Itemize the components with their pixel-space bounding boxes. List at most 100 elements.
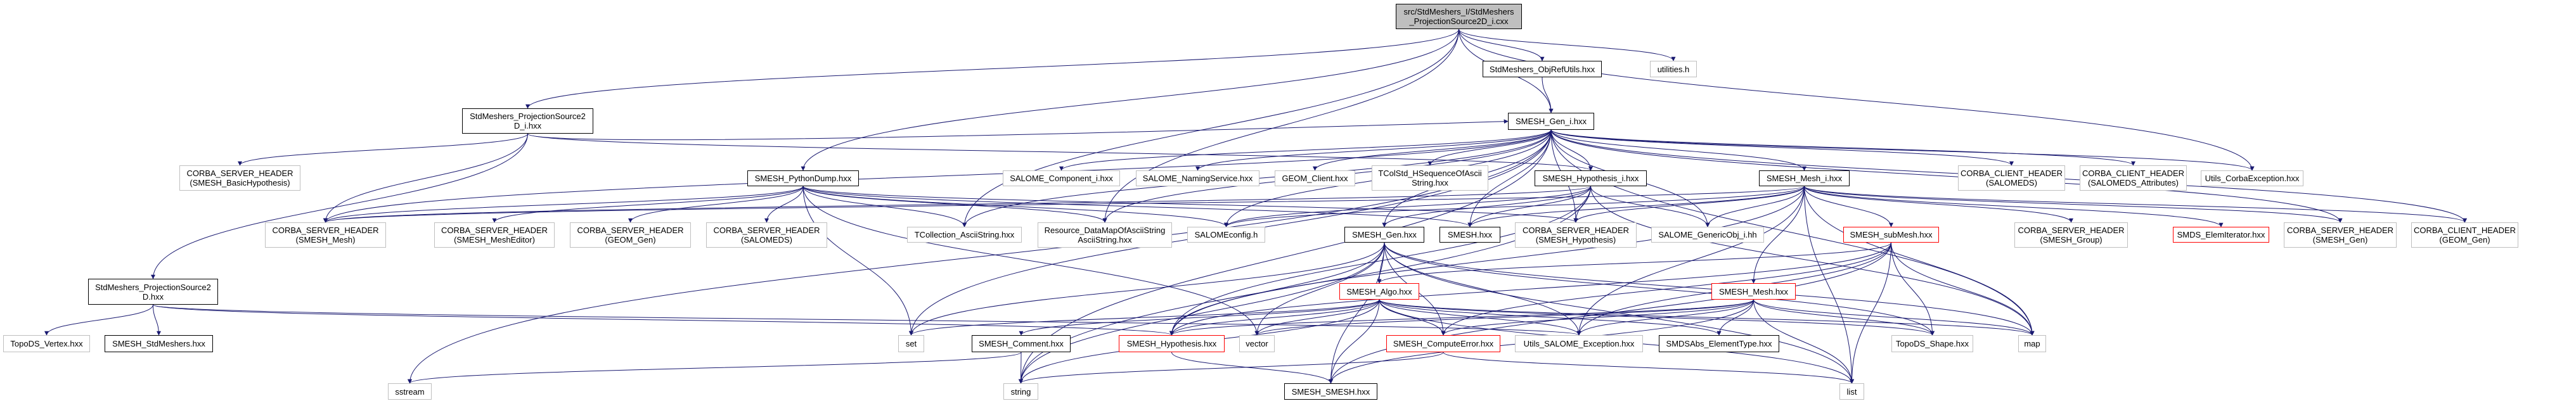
node-string[interactable]: string xyxy=(1003,383,1038,400)
edge-pydump-to-csh_geomgen xyxy=(628,186,804,223)
node-csh_hyp[interactable]: CORBA_SERVER_HEADER (SMESH_Hypothesis) xyxy=(1515,222,1637,248)
node-hypi[interactable]: SMESH_Hypothesis_i.hxx xyxy=(1535,170,1647,186)
node-vector[interactable]: vector xyxy=(1239,335,1275,352)
node-set[interactable]: set xyxy=(898,335,924,352)
node-elemiter[interactable]: SMDS_ElemIterator.hxx xyxy=(2173,227,2269,243)
edge-submesh-to-shape xyxy=(1891,242,1935,336)
node-csh_salomeds[interactable]: CORBA_SERVER_HEADER (SALOMEDS) xyxy=(706,222,827,248)
edge-submesh-to-hyp xyxy=(1169,242,1891,336)
edge-gen-to-string xyxy=(1019,242,1385,384)
node-elemtype[interactable]: SMDSAbs_ElementType.hxx xyxy=(1659,335,1779,352)
edge-algo-to-elemtype xyxy=(1379,299,1722,336)
edge-hypi-to-gen xyxy=(1382,186,1591,227)
node-tcoll[interactable]: TCollection_AsciiString.hxx xyxy=(907,227,1022,243)
edge-ps2di-to-csh_mesh xyxy=(323,133,528,223)
node-hyp[interactable]: SMESH_Hypothesis.hxx xyxy=(1119,335,1225,352)
edge-meshi-to-genericobj xyxy=(1705,186,1805,227)
node-comment[interactable]: SMESH_Comment.hxx xyxy=(972,335,1071,352)
edge-root-to-ps2di xyxy=(525,29,1459,109)
edge-meshi-to-csh_group xyxy=(1804,186,2073,223)
edge-pydump-to-set xyxy=(802,186,913,336)
node-geni[interactable]: SMESH_Gen_i.hxx xyxy=(1508,113,1594,130)
node-salnaming[interactable]: SALOME_NamingService.hxx xyxy=(1136,170,1259,186)
node-gen[interactable]: SMESH_Gen.hxx xyxy=(1344,227,1424,243)
node-smeshsmesh[interactable]: SMESH_SMESH.hxx xyxy=(1284,383,1377,400)
edge-hypi-to-genericobj xyxy=(1590,186,1710,227)
edge-pydump-to-csh_hyp xyxy=(802,186,1578,223)
edge-computeerror-to-string xyxy=(1019,352,1444,384)
edge-submesh-to-smeshsmesh xyxy=(1329,242,1891,384)
node-smeshhxx[interactable]: SMESH.hxx xyxy=(1439,227,1500,243)
node-genericobj[interactable]: SALOME_GenericObj_i.hh xyxy=(1651,227,1764,243)
edge-algo-to-comment xyxy=(1019,299,1380,336)
node-corbaexc[interactable]: Utils_CorbaException.hxx xyxy=(2201,170,2303,186)
node-csh_basichyp[interactable]: CORBA_SERVER_HEADER (SMESH_BasicHypothes… xyxy=(179,165,300,191)
node-root[interactable]: src/StdMeshers_I/StdMeshers _ProjectionS… xyxy=(1396,4,1522,29)
edge-geni-to-geomclient xyxy=(1313,129,1552,171)
node-cch_salomeds_attr[interactable]: CORBA_CLIENT_HEADER (SALOMEDS_Attributes… xyxy=(2080,165,2187,191)
node-sstream[interactable]: sstream xyxy=(388,383,432,400)
node-salcomp[interactable]: SALOME_Component_i.hxx xyxy=(1003,170,1120,186)
edge-gen-to-shape xyxy=(1384,242,1935,336)
edge-geni-to-cch_salomeds_attr xyxy=(1550,129,2135,166)
node-map[interactable]: map xyxy=(2018,335,2046,352)
node-mesh[interactable]: SMESH_Mesh.hxx xyxy=(1711,283,1796,300)
edge-hypi-to-hyp xyxy=(1169,186,1591,336)
edge-geni-to-tcolstd xyxy=(1427,129,1552,166)
node-csh_group[interactable]: CORBA_SERVER_HEADER (SMESH_Group) xyxy=(2014,222,2128,248)
edge-root-to-objref xyxy=(1459,29,1545,61)
node-list[interactable]: list xyxy=(1839,383,1864,400)
node-meshi[interactable]: SMESH_Mesh_i.hxx xyxy=(1759,170,1850,186)
edge-geni-to-cch_salomeds xyxy=(1550,129,2014,166)
node-vertex[interactable]: TopoDS_Vertex.hxx xyxy=(3,335,90,352)
edge-meshi-to-csh_mesh xyxy=(323,186,1805,223)
edge-meshi-to-list xyxy=(1804,186,1854,384)
node-csh_mesh[interactable]: CORBA_SERVER_HEADER (SMESH_Mesh) xyxy=(265,222,386,248)
node-salomeconfig[interactable]: SALOMEconfig.h xyxy=(1187,227,1265,243)
node-csh_geomgen[interactable]: CORBA_SERVER_HEADER (GEOM_Gen) xyxy=(570,222,691,248)
node-resource[interactable]: Resource_DataMapOfAsciiString AsciiStrin… xyxy=(1038,222,1172,248)
node-salomeexc[interactable]: Utils_SALOME_Exception.hxx xyxy=(1515,335,1643,352)
node-submesh[interactable]: SMESH_subMesh.hxx xyxy=(1843,227,1939,243)
node-cch_geomgen[interactable]: CORBA_CLIENT_HEADER (GEOM_Gen) xyxy=(2411,222,2518,248)
edge-pydump-to-smeshhxx xyxy=(802,186,1472,227)
node-algo[interactable]: SMESH_Algo.hxx xyxy=(1339,283,1419,300)
node-geomclient[interactable]: GEOM_Client.hxx xyxy=(1275,170,1355,186)
edge-meshi-to-hyp xyxy=(1169,186,1805,336)
edge-hypi-to-salomeconfig xyxy=(1224,186,1591,227)
edge-mesh-to-shape xyxy=(1753,299,1935,336)
node-ps2d[interactable]: StdMeshers_ProjectionSource2 D.hxx xyxy=(88,279,218,305)
edge-algo-to-salomeexc xyxy=(1379,299,1581,336)
edge-meshi-to-csh_hyp xyxy=(1573,186,1805,223)
node-pydump[interactable]: SMESH_PythonDump.hxx xyxy=(747,170,859,186)
node-objref[interactable]: StdMeshers_ObjRefUtils.hxx xyxy=(1483,61,1602,77)
edge-submesh-to-computeerror xyxy=(1441,242,1891,336)
edge-comment-to-sstream xyxy=(408,352,1022,384)
edge-mesh-to-hyp xyxy=(1169,299,1754,336)
edge-pydump-to-vector xyxy=(802,186,1259,336)
node-csh_smeshgen[interactable]: CORBA_SERVER_HEADER (SMESH_Gen) xyxy=(2284,222,2397,248)
edge-comment-to-string xyxy=(1019,352,1024,384)
edge-algo-to-set xyxy=(909,299,1380,336)
node-shape[interactable]: TopoDS_Shape.hxx xyxy=(1891,335,1973,352)
node-utilities[interactable]: utilities.h xyxy=(1650,61,1697,77)
node-computeerror[interactable]: SMESH_ComputeError.hxx xyxy=(1386,335,1500,352)
edge-meshi-to-cch_geomgen xyxy=(1804,186,2467,223)
edge-meshi-to-smeshhxx xyxy=(1467,186,1805,227)
edge-algo-to-vector xyxy=(1254,299,1380,336)
edge-root-to-utilities xyxy=(1459,29,1676,61)
edge-meshi-to-mesh xyxy=(1751,186,1805,284)
node-ps2di[interactable]: StdMeshers_ProjectionSource2 D_i.hxx xyxy=(462,108,593,134)
edge-mesh-to-elemtype xyxy=(1716,299,1754,336)
edge-geni-to-salnaming xyxy=(1195,129,1552,171)
edge-gen-to-smeshsmesh xyxy=(1329,242,1385,384)
edge-ps2di-to-ps2d xyxy=(151,133,528,279)
node-tcolstd[interactable]: TColStd_HSequenceOfAscii String.hxx xyxy=(1372,165,1488,191)
edge-submesh-to-map xyxy=(1891,242,2035,336)
edge-algo-to-hyp xyxy=(1169,299,1380,336)
edge-hypi-to-csh_mesh xyxy=(323,186,1591,223)
edge-geni-to-salcomp xyxy=(1059,129,1552,171)
node-csh_editor[interactable]: CORBA_SERVER_HEADER (SMESH_MeshEditor) xyxy=(434,222,555,248)
node-stdmeshers[interactable]: SMESH_StdMeshers.hxx xyxy=(105,335,213,352)
node-cch_salomeds[interactable]: CORBA_CLIENT_HEADER (SALOMEDS) xyxy=(1958,165,2065,191)
